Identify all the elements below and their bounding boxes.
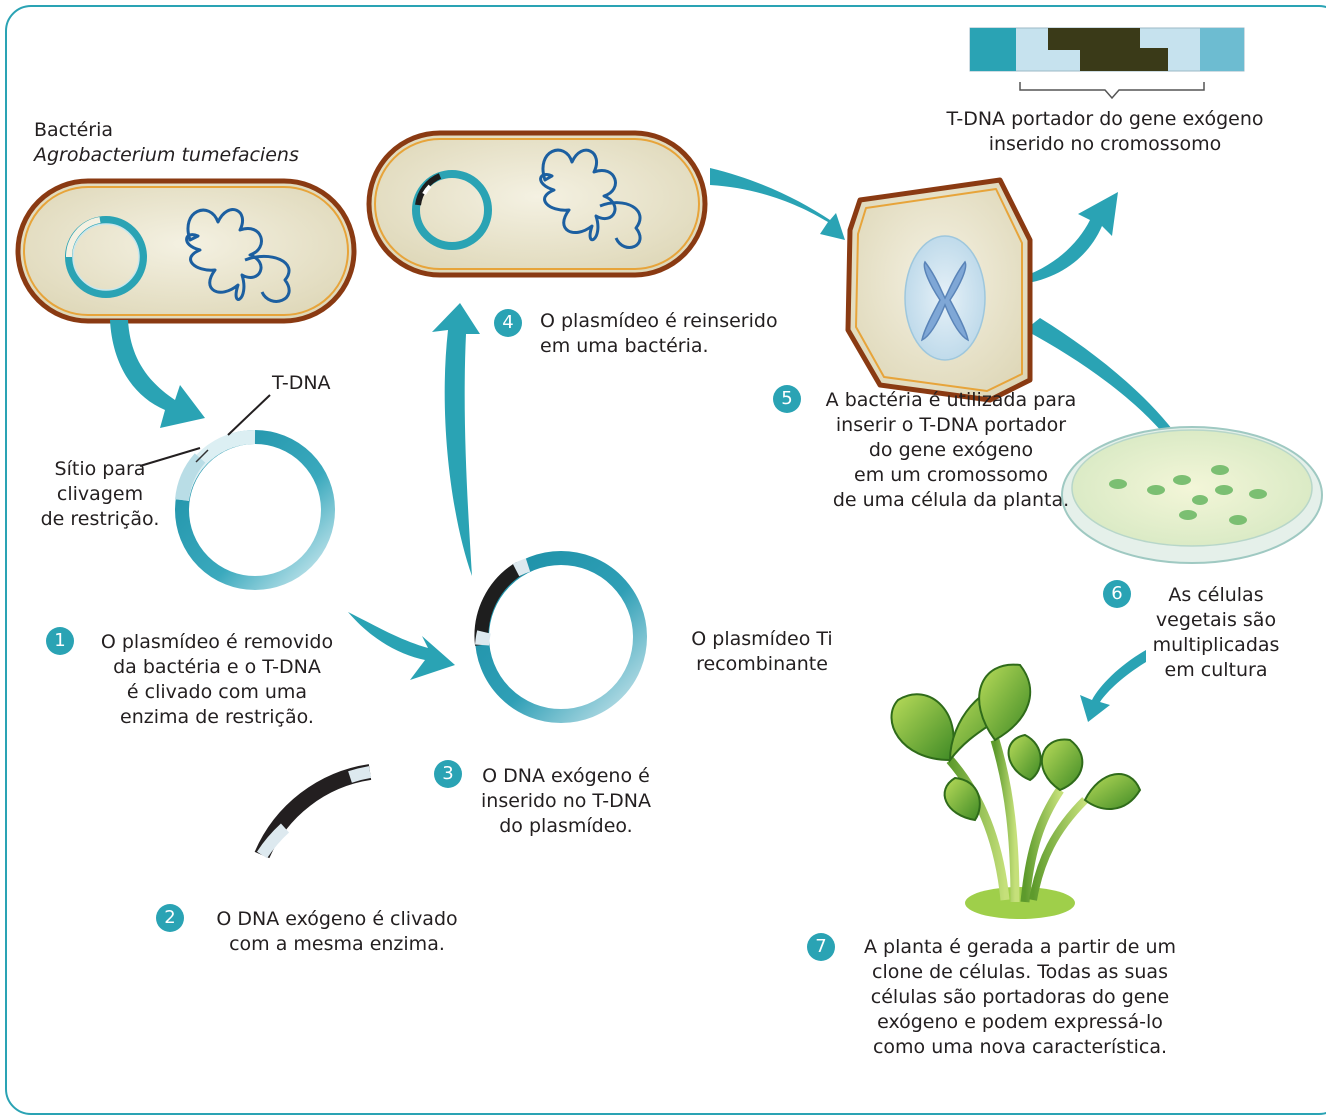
bacterium-original bbox=[15, 178, 357, 324]
step-1-line: enzima de restrição. bbox=[120, 706, 314, 728]
step-7-line: exógeno e podem expressá-lo bbox=[877, 1011, 1163, 1033]
restriction-site-line1: Sítio para bbox=[54, 458, 146, 480]
bacterium-recombinant bbox=[366, 130, 708, 278]
tdna-pointer-line bbox=[227, 394, 271, 436]
step-1-line: é clivado com uma bbox=[126, 681, 308, 703]
tdna-label: T-DNA bbox=[272, 372, 331, 394]
step-2-line: com a mesma enzima. bbox=[229, 933, 445, 955]
step-2-line: O DNA exógeno é clivado bbox=[216, 908, 458, 930]
step-3-line: O DNA exógeno é bbox=[482, 765, 650, 787]
arrow-plasmid-to-recombinant bbox=[348, 612, 455, 680]
arrow-bacterium-to-plasmid bbox=[110, 320, 205, 428]
step-3-line: inserido no T-DNA bbox=[481, 790, 651, 812]
step-3-badge: 3 bbox=[434, 760, 462, 788]
bacteria-label: Bactéria Agrobacterium tumefaciens bbox=[34, 118, 299, 168]
step-3-text: O DNA exógeno é inserido no T-DNA do pla… bbox=[466, 764, 666, 839]
step-5-line: A bactéria é utilizada para bbox=[825, 389, 1077, 411]
bacterial-plasmid bbox=[65, 216, 147, 298]
insert-brace bbox=[1019, 82, 1205, 100]
chromosome-strip bbox=[969, 27, 1245, 100]
arrow-dish-to-plant bbox=[1080, 650, 1146, 722]
recombinant-plasmid bbox=[474, 551, 647, 723]
chromosome-caption-line2: inserido no cromossomo bbox=[988, 133, 1222, 155]
step-4-badge: 4 bbox=[494, 309, 522, 337]
bacteria-species-name: Agrobacterium tumefaciens bbox=[34, 144, 299, 166]
plant-cell bbox=[845, 177, 1033, 403]
recombinant-chromosome bbox=[539, 148, 642, 249]
step-7-line: clone de células. Todas as suas bbox=[872, 961, 1168, 983]
arrow-recombinant-to-bacterium bbox=[432, 303, 480, 576]
restriction-site-line2: clivagem bbox=[56, 483, 144, 505]
step-1-text: O plasmídeo é removido da bactéria e o T… bbox=[82, 630, 352, 730]
step-6-badge: 6 bbox=[1103, 580, 1131, 608]
bacterial-chromosome bbox=[185, 208, 291, 303]
step-7-text: A planta é gerada a partir de um clone d… bbox=[845, 935, 1195, 1060]
reinserted-plasmid bbox=[412, 170, 492, 250]
step-5-badge: 5 bbox=[773, 385, 801, 413]
restriction-site-line3: de restrição. bbox=[40, 508, 160, 530]
step-6-line: em cultura bbox=[1164, 659, 1268, 681]
petri-dish bbox=[1061, 426, 1323, 564]
step-6-text: As células vegetais são multiplicadas em… bbox=[1130, 583, 1302, 683]
step-7-line: células são portadoras do gene bbox=[870, 986, 1170, 1008]
step-5-line: de uma célula da planta. bbox=[832, 489, 1070, 511]
restriction-site-label: Sítio para clivagem de restrição. bbox=[30, 457, 170, 532]
step-5-line: em um cromossomo bbox=[854, 464, 1048, 486]
soil bbox=[965, 887, 1075, 919]
step-5-line: do gene exógeno bbox=[868, 439, 1034, 461]
step-2-badge: 2 bbox=[156, 904, 184, 932]
chromosome-caption-line1: T-DNA portador do gene exógeno bbox=[946, 108, 1264, 130]
arrow-bacterium-to-plant-cell bbox=[710, 168, 845, 240]
step-1-line: O plasmídeo é removido bbox=[100, 631, 334, 653]
step-6-line: As células bbox=[1168, 584, 1264, 606]
bacteria-label-line1: Bactéria bbox=[34, 119, 113, 141]
step-7-badge: 7 bbox=[807, 933, 835, 961]
chromosome-caption: T-DNA portador do gene exógeno inserido … bbox=[930, 107, 1280, 157]
step-5-text: A bactéria é utilizada para inserir o T-… bbox=[806, 388, 1096, 513]
foreign-dna-fragment bbox=[254, 764, 372, 859]
step-4-text: O plasmídeo é reinserido em uma bactéria… bbox=[540, 309, 840, 359]
arrow-cell-to-chromosome bbox=[985, 192, 1118, 286]
restriction-pointer-line bbox=[139, 447, 201, 467]
step-6-line: multiplicadas bbox=[1152, 634, 1280, 656]
step-3-line: do plasmídeo. bbox=[499, 815, 633, 837]
step-4-line: O plasmídeo é reinserido bbox=[540, 310, 778, 332]
step-1-badge: 1 bbox=[46, 627, 74, 655]
plant-illustration bbox=[890, 663, 1142, 919]
step-6-line: vegetais são bbox=[1155, 609, 1277, 631]
cell-colonies bbox=[1109, 465, 1267, 525]
step-4-line: em uma bactéria. bbox=[540, 335, 709, 357]
chromosome-icon bbox=[920, 260, 970, 342]
step-5-line: inserir o T-DNA portador bbox=[835, 414, 1067, 436]
recombinant-plasmid-label: O plasmídeo Ti recombinante bbox=[676, 627, 848, 677]
step-7-line: A planta é gerada a partir de um bbox=[864, 936, 1176, 958]
recombinant-label-line2: recombinante bbox=[696, 653, 828, 675]
step-1-line: da bactéria e o T-DNA bbox=[113, 656, 321, 678]
ti-plasmid bbox=[139, 394, 335, 590]
recombinant-label-line1: O plasmídeo Ti bbox=[691, 628, 833, 650]
step-2-text: O DNA exógeno é clivado com a mesma enzi… bbox=[192, 907, 482, 957]
step-7-line: como uma nova característica. bbox=[872, 1036, 1168, 1058]
